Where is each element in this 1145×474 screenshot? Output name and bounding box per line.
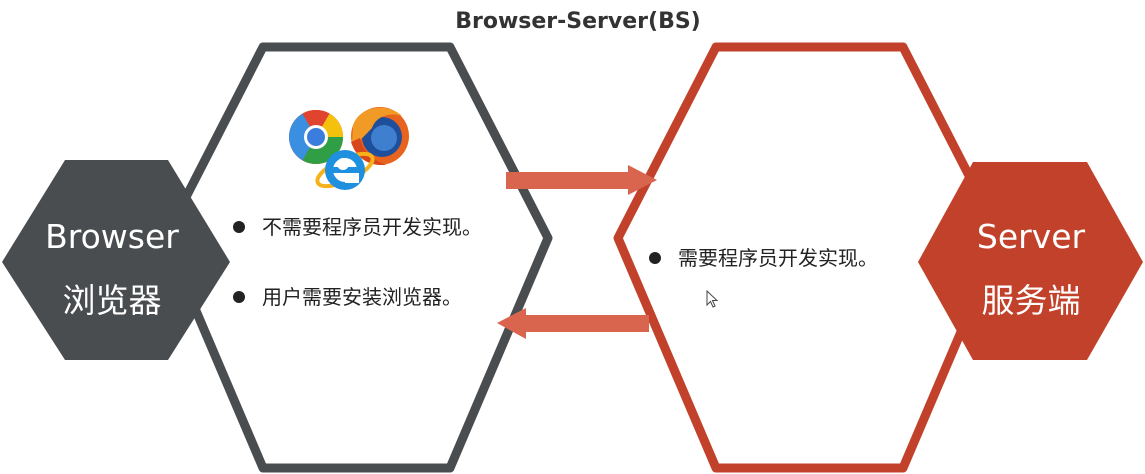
cursor-icon: [706, 289, 719, 308]
firefox-icon: [351, 107, 409, 166]
browser-node-label-en: Browser: [45, 217, 179, 256]
response-arrow: [497, 308, 649, 339]
server-node-hexagon: [918, 162, 1143, 360]
server-node-label-cn: 服务端: [982, 281, 1081, 320]
list-item: 用户需要安装浏览器。: [233, 285, 462, 309]
browser-panel-hexagon: [160, 42, 553, 473]
bullet-text: 需要程序员开发实现。: [678, 246, 878, 270]
browser-icons: [288, 107, 409, 190]
ie-icon: [315, 150, 375, 190]
bullet-dot: [233, 291, 245, 303]
list-item: 不需要程序员开发实现。: [233, 215, 482, 239]
browser-node-hexagon: [2, 160, 230, 360]
bullet-dot: [649, 252, 661, 264]
diagram-title: Browser-Server(BS): [455, 9, 701, 34]
request-arrow: [506, 165, 657, 195]
bullet-text: 用户需要安装浏览器。: [262, 285, 462, 309]
server-node: Server 服务端: [918, 162, 1143, 360]
browser-node-label-cn: 浏览器: [63, 281, 162, 320]
bullet-text: 不需要程序员开发实现。: [262, 215, 482, 239]
server-bullet-list: 需要程序员开发实现。: [649, 246, 878, 270]
chrome-icon: [288, 109, 343, 165]
server-node-label-en: Server: [977, 217, 1086, 256]
list-item: 需要程序员开发实现。: [649, 246, 878, 270]
browser-node: Browser 浏览器: [2, 160, 230, 360]
browser-bullet-list: 不需要程序员开发实现。 用户需要安装浏览器。: [233, 215, 482, 309]
bullet-dot: [233, 221, 245, 233]
